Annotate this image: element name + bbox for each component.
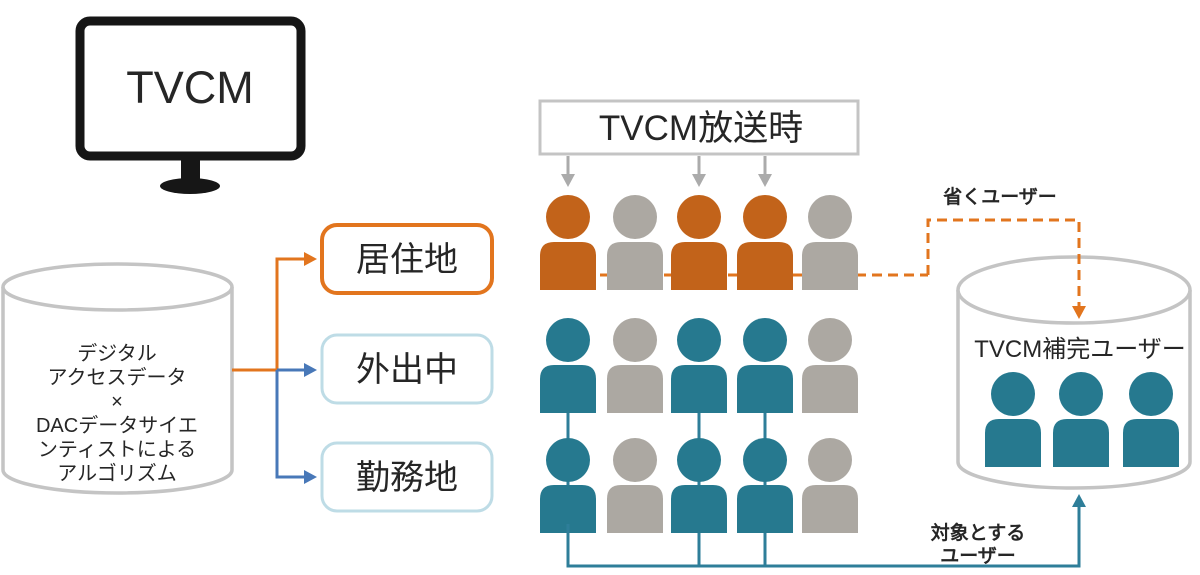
tv-monitor-stand [181, 156, 200, 184]
source-db-line: DACデータサイエ [36, 414, 198, 437]
exclude-flow-label: 省くユーザー [942, 186, 1057, 208]
connector-residence [232, 252, 317, 372]
person-icon [737, 318, 793, 413]
result-database-top [956, 255, 1192, 325]
person-icon [607, 318, 663, 413]
category-box-outdoor-label: 外出中 [356, 351, 458, 389]
broadcast-box-border [538, 99, 860, 156]
target-flow-lines-behind [566, 413, 767, 567]
person-icon [671, 438, 727, 533]
person-icon [802, 195, 858, 290]
broadcast-arrows [561, 156, 772, 187]
person-icon [802, 438, 858, 533]
target-flow-label-line1: 対象とする [930, 521, 1025, 544]
exclude-flow-arrow [926, 218, 1086, 319]
person-icon [607, 438, 663, 533]
result-database-title: TVCM補完ユーザー [974, 336, 1186, 363]
broadcast-box-label: TVCM放送時 [599, 109, 803, 148]
target-flow-arrow [566, 494, 1086, 568]
category-box-residence-border [320, 223, 494, 295]
person-icon [737, 438, 793, 533]
source-db-line: アルゴリズム [57, 462, 176, 485]
category-box-residence: 居住地 [320, 223, 494, 295]
tv-monitor: TVCM [75, 16, 306, 194]
category-connectors [232, 252, 317, 484]
person-icon [671, 318, 727, 413]
source-db-line: × [111, 391, 123, 413]
person-icon [540, 438, 596, 533]
source-db-line: ンティストによる [38, 439, 196, 461]
tv-label: TVCM [126, 62, 254, 113]
broadcast-box: TVCM放送時 [538, 99, 860, 156]
result-database: TVCM補完ユーザー [956, 255, 1192, 490]
person-icon [540, 195, 596, 290]
source-database-body [1, 287, 234, 495]
person-icon [737, 195, 793, 290]
person-icon [607, 195, 663, 290]
source-db-line: デジタル [77, 342, 157, 365]
source-database: デジタル アクセスデータ × DACデータサイエ ンティストによる アルゴリズム [1, 262, 234, 495]
result-people [985, 372, 1179, 467]
category-box-residence-label: 居住地 [356, 241, 458, 279]
person-icon [671, 195, 727, 290]
category-box-outdoor: 外出中 [320, 333, 494, 405]
target-flow-label-line2: ユーザー [940, 545, 1016, 567]
category-box-outdoor-border [320, 333, 494, 405]
person-icon [540, 318, 596, 413]
person-icon [802, 318, 858, 413]
source-database-top [1, 262, 234, 312]
tv-monitor-base [160, 178, 220, 194]
category-box-workplace-label: 勤務地 [356, 459, 458, 497]
category-box-workplace-border [320, 441, 494, 513]
connector-workplace [275, 370, 317, 484]
category-box-workplace: 勤務地 [320, 441, 494, 513]
source-db-line: アクセスデータ [48, 366, 187, 389]
